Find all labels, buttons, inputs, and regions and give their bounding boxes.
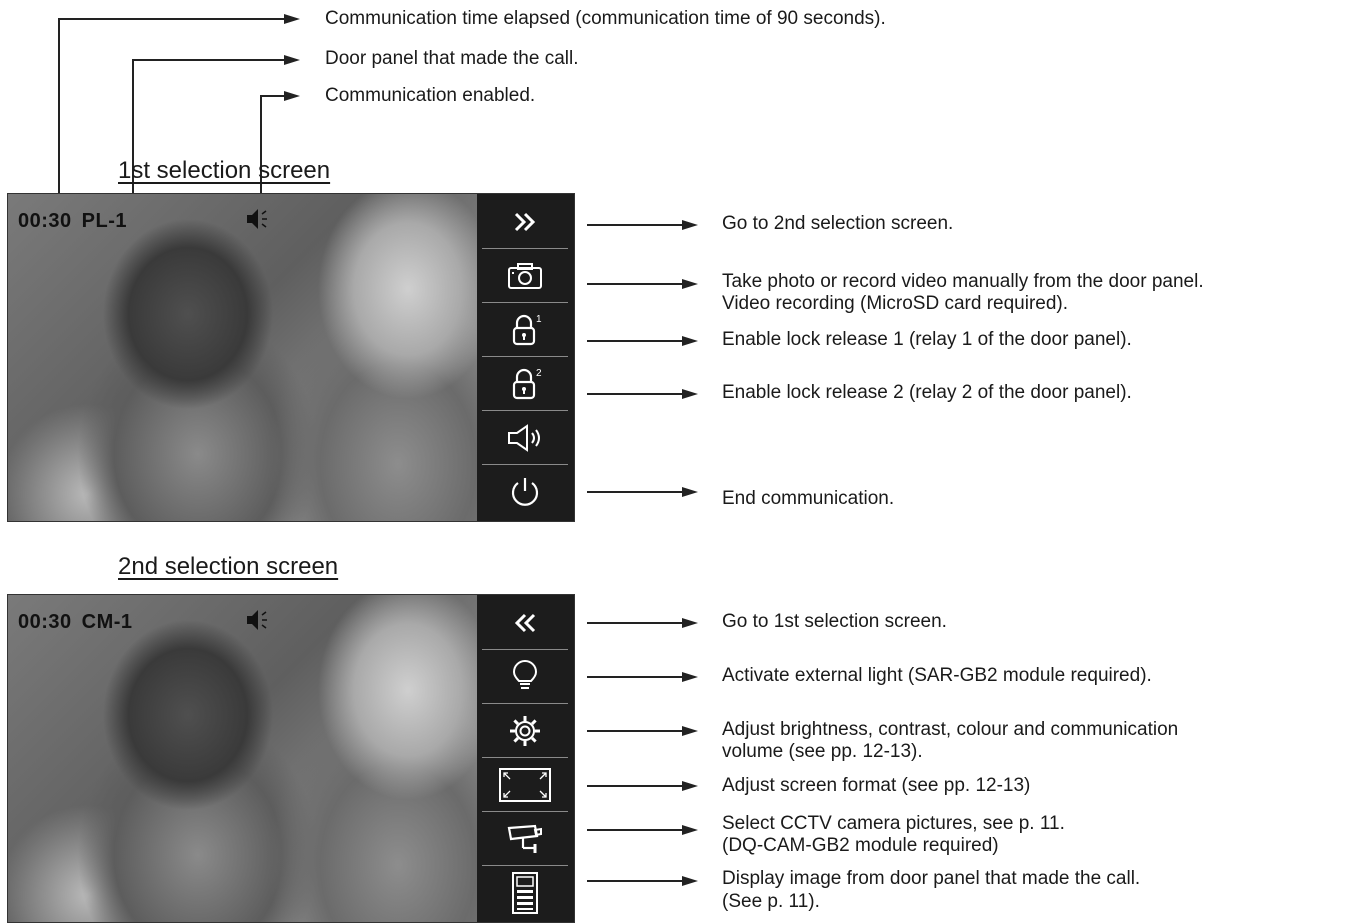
cctv-camera-icon	[507, 824, 542, 853]
callout-line	[587, 622, 683, 624]
callout-end-call: End communication.	[722, 488, 895, 509]
callout-arrowhead	[284, 14, 300, 24]
door-panel-image-button[interactable]	[482, 867, 568, 919]
callout-line-speaker-h	[260, 95, 286, 97]
light-bulb-icon	[512, 660, 538, 689]
screen1-sidebar: 1 2	[477, 194, 574, 521]
door-panel-icon	[512, 872, 538, 914]
settings-gear-icon	[510, 716, 540, 746]
callout-arrowhead	[284, 91, 300, 101]
camera-icon	[508, 263, 542, 289]
power-icon	[511, 478, 539, 506]
callout-cctv-note: (DQ-CAM-GB2 module required)	[722, 835, 999, 856]
screen-format-button[interactable]	[482, 759, 568, 812]
callout-lock-1: Enable lock release 1 (relay 1 of the do…	[722, 329, 1132, 350]
cctv-camera-button[interactable]	[482, 813, 568, 866]
screen2-sidebar	[477, 595, 574, 922]
speaker-active-icon	[247, 209, 267, 229]
lock-badge: 1	[536, 314, 542, 325]
callout-line-time	[58, 18, 60, 198]
take-photo-button[interactable]	[482, 250, 568, 303]
callout-door-panel-note: (See p. 11).	[722, 891, 820, 912]
callout-arrowhead	[682, 220, 698, 230]
callout-line-speaker	[260, 95, 262, 203]
callout-arrowhead	[682, 726, 698, 736]
callout-arrowhead	[682, 672, 698, 682]
callout-settings: Adjust brightness, contrast, colour and …	[722, 719, 1179, 740]
callout-arrowhead	[682, 825, 698, 835]
callout-external-light: Activate external light (SAR-GB2 module …	[722, 665, 1152, 686]
speaker-active-icon	[247, 610, 267, 630]
forward-double-chevron-icon	[514, 212, 536, 232]
callout-line	[587, 283, 683, 285]
speaker-icon	[508, 424, 540, 452]
callout-arrowhead	[682, 876, 698, 886]
callout-previous-screen: Go to 1st selection screen.	[722, 611, 947, 632]
callout-arrowhead	[682, 618, 698, 628]
screen1-heading: 1st selection screen	[118, 157, 331, 184]
screen2-monitor: 00:30 CM-1	[7, 594, 575, 923]
callout-line	[587, 340, 683, 342]
callout-cctv: Select CCTV camera pictures, see p. 11.	[722, 813, 1065, 834]
door-panel-id: PL-1	[81, 210, 127, 232]
lock-release-2-button[interactable]: 2	[482, 358, 568, 411]
lock-2-icon: 2	[512, 368, 542, 400]
callout-line	[587, 730, 683, 732]
callout-speaker-text: Communication enabled.	[325, 85, 536, 106]
callout-line-source	[132, 59, 134, 211]
callout-line	[587, 829, 683, 831]
callout-arrowhead	[682, 781, 698, 791]
callout-take-photo-note: Video recording (MicroSD card required).	[722, 293, 1069, 314]
end-call-button[interactable]	[482, 466, 568, 518]
screen1-monitor: 00:30 PL-1	[7, 193, 575, 522]
callout-arrowhead	[682, 336, 698, 346]
callout-arrowhead	[682, 487, 698, 497]
callout-line	[587, 785, 683, 787]
screen-format-icon	[499, 768, 551, 802]
elapsed-time: 00:30	[18, 611, 72, 633]
lock-badge: 2	[536, 368, 542, 379]
previous-screen-button[interactable]	[482, 597, 568, 650]
callout-line-source-h	[132, 59, 286, 61]
next-screen-button[interactable]	[482, 196, 568, 249]
callout-line-time-h	[58, 18, 286, 20]
screen2-heading: 2nd selection screen	[118, 553, 339, 580]
elapsed-time: 00:30	[18, 210, 72, 232]
screen1-osd: 00:30 PL-1	[18, 210, 127, 233]
callout-door-panel: Display image from door panel that made …	[722, 868, 1141, 889]
camera-id: CM-1	[81, 611, 133, 633]
back-double-chevron-icon	[514, 613, 536, 633]
lock-release-1-button[interactable]: 1	[482, 304, 568, 357]
lock-1-icon: 1	[512, 314, 542, 346]
callout-settings-note: volume (see pp. 12-13).	[722, 741, 923, 762]
callout-line	[587, 676, 683, 678]
callout-line	[587, 491, 683, 493]
callout-line	[587, 880, 683, 882]
callout-arrowhead	[284, 55, 300, 65]
callout-time-text: Communication time elapsed (communicatio…	[325, 8, 886, 29]
external-light-button[interactable]	[482, 651, 568, 704]
settings-button[interactable]	[482, 705, 568, 758]
callout-arrowhead	[682, 279, 698, 289]
callout-next-screen: Go to 2nd selection screen.	[722, 213, 954, 234]
callout-take-photo: Take photo or record video manually from…	[722, 271, 1204, 292]
callout-source-text: Door panel that made the call.	[325, 48, 579, 69]
callout-arrowhead	[682, 389, 698, 399]
callout-screen-format: Adjust screen format (see pp. 12-13)	[722, 775, 1031, 796]
speaker-volume-button[interactable]	[482, 412, 568, 465]
callout-lock-2: Enable lock release 2 (relay 2 of the do…	[722, 382, 1132, 403]
callout-line	[587, 393, 683, 395]
screen2-osd: 00:30 CM-1	[18, 611, 133, 634]
callout-line	[587, 224, 683, 226]
